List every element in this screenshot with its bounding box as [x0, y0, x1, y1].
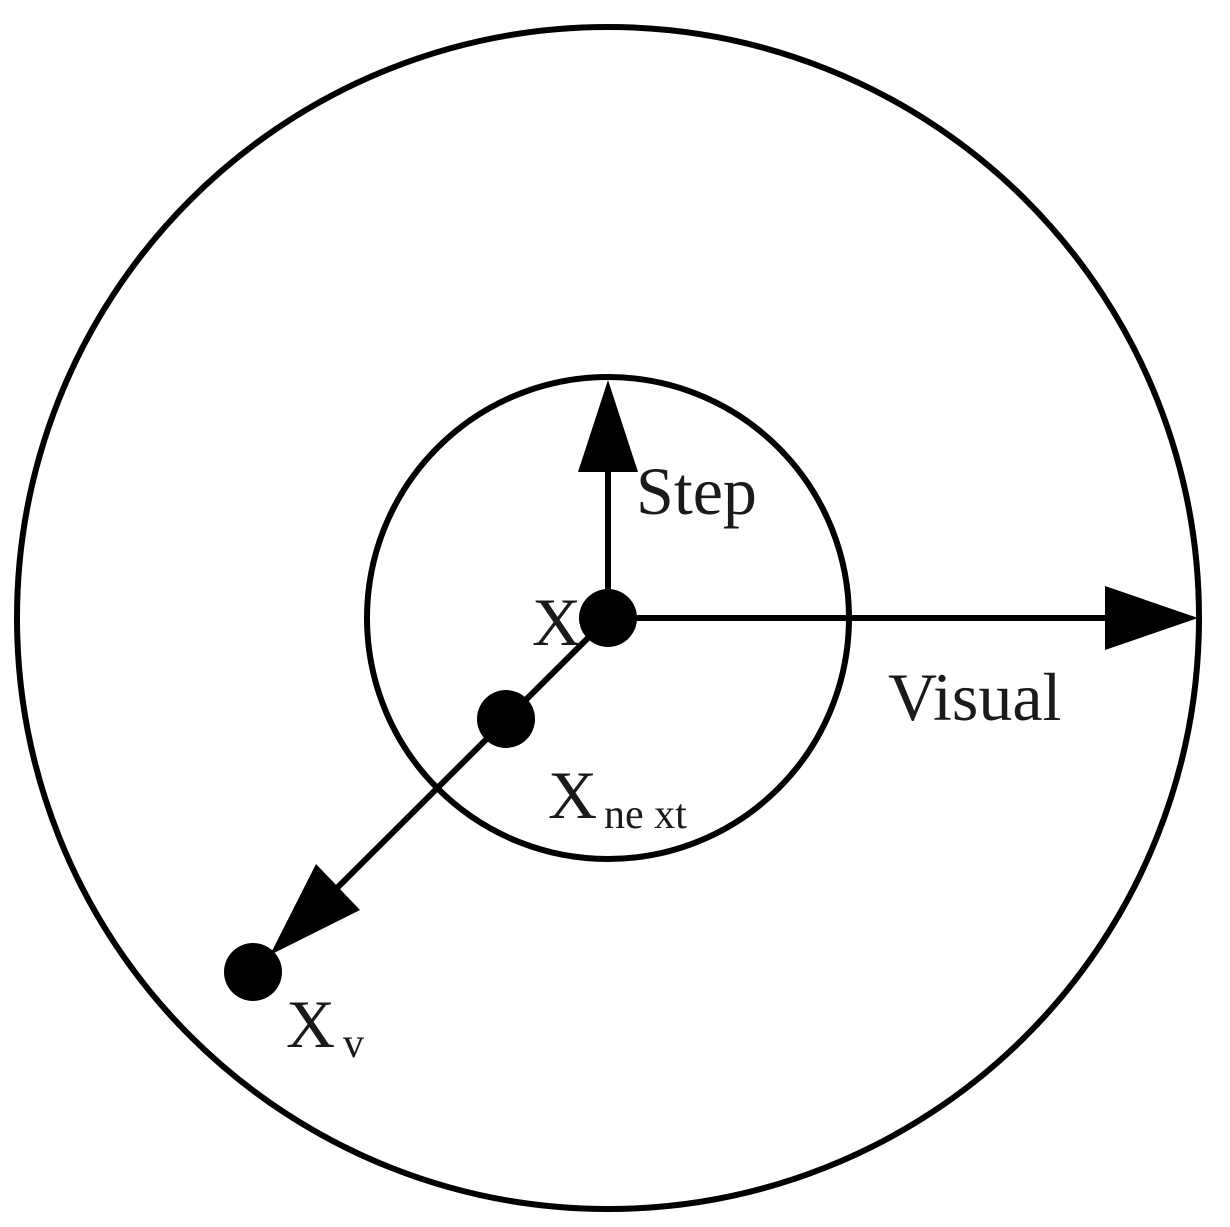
direction-arrow-head [270, 864, 360, 955]
x-next-label-sub: ne xt [604, 792, 687, 838]
x-next-label: X ne xt [548, 757, 687, 838]
step-label: Step [636, 453, 757, 529]
direction-arrow-shaft [322, 615, 611, 903]
visual-arrow-head [1105, 586, 1198, 650]
x-v-label-sub: v [343, 1021, 364, 1067]
x-label: X [532, 584, 581, 660]
x-next-label-main: X [548, 757, 597, 833]
point-x-v [224, 943, 282, 1001]
point-x-next [477, 690, 535, 748]
step-arrow-head [578, 380, 638, 472]
point-x [579, 589, 637, 647]
x-v-label: X v [286, 986, 364, 1067]
visual-range-circle [14, 24, 1202, 1212]
x-v-label-main: X [286, 986, 335, 1062]
visual-label: Visual [888, 659, 1061, 735]
